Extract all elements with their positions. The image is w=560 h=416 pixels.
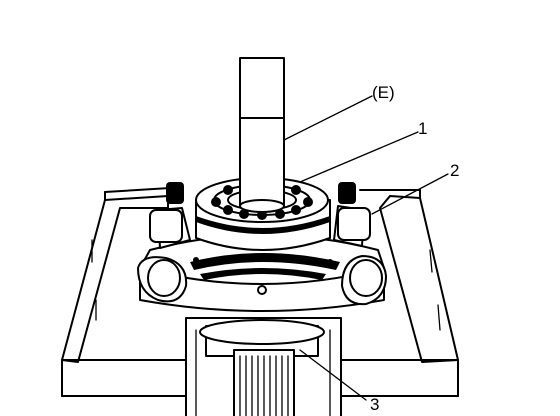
shaft-lower	[185, 317, 342, 416]
press-support-block	[61, 187, 459, 397]
callout-part-1: 1	[418, 119, 427, 138]
callout-part-3: 3	[370, 395, 379, 414]
bearing-puller-plate	[137, 182, 387, 312]
callout-part-2: 2	[450, 161, 459, 180]
press-tool-e	[239, 57, 285, 213]
callout-tool-e: (E)	[372, 83, 395, 102]
leader-lines	[283, 95, 449, 401]
